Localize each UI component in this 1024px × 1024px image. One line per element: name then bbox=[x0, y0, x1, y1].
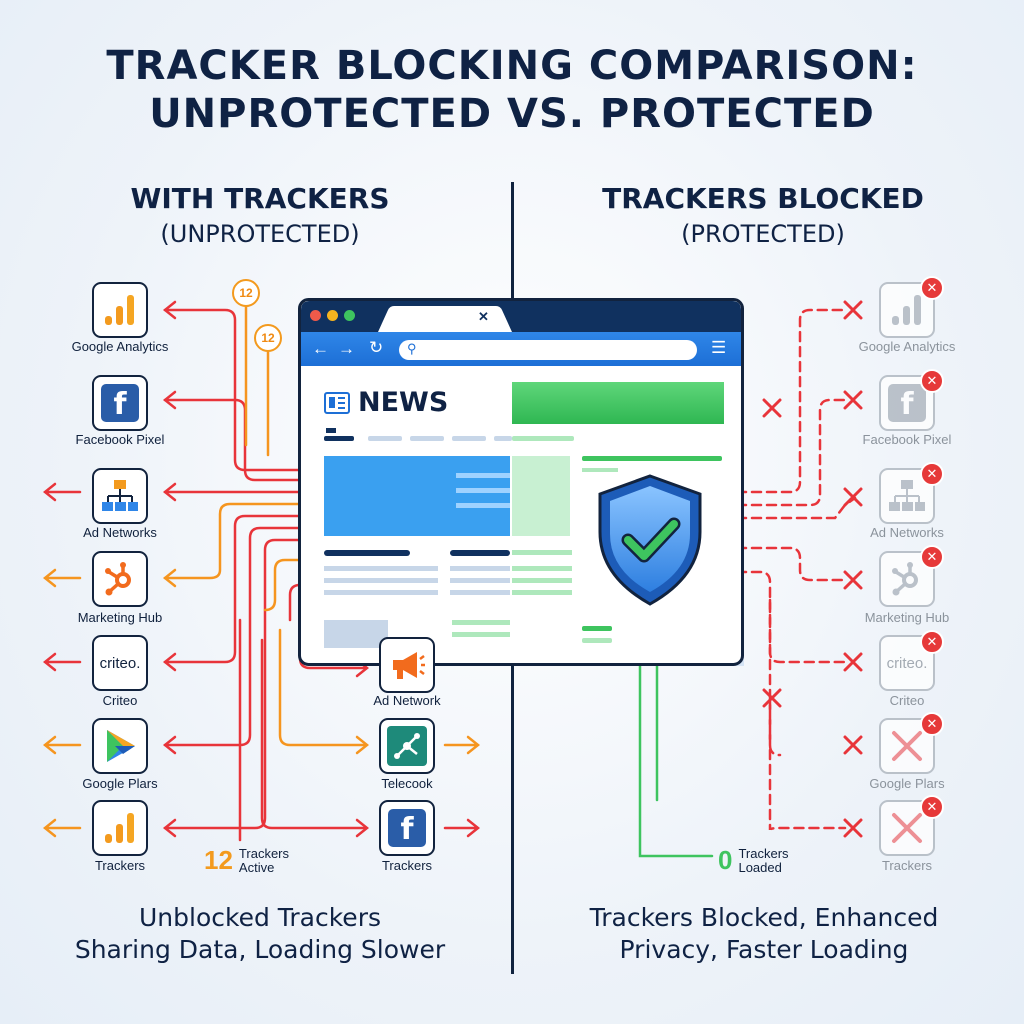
active-tracker-count: 12 Trackers Active bbox=[204, 845, 289, 876]
tracker-label: Ad Networks bbox=[870, 525, 944, 540]
maximize-window-dot[interactable] bbox=[344, 310, 355, 321]
tracker-label: Telecook bbox=[381, 776, 433, 791]
tracker-label: Facebook Pixel bbox=[75, 432, 165, 447]
google-analytics-tile bbox=[92, 282, 148, 338]
tracker-label: Facebook Pixel bbox=[862, 432, 952, 447]
count-label: Active bbox=[238, 859, 275, 875]
footer-line: Sharing Data, Loading Slower bbox=[74, 935, 446, 964]
network-icon bbox=[889, 480, 925, 511]
blocked-x-badge: ✕ bbox=[920, 369, 944, 393]
ad-network-tile bbox=[379, 637, 435, 693]
criteo-logo: criteo. bbox=[99, 654, 141, 672]
trackers-facebook-tile: f bbox=[379, 800, 435, 856]
facebook-icon: f bbox=[388, 809, 426, 847]
count-label: Loaded bbox=[738, 859, 782, 875]
footer-line: Unblocked Trackers bbox=[139, 903, 381, 932]
shield-check-icon bbox=[598, 474, 702, 606]
newspaper-icon bbox=[324, 391, 350, 414]
play-icon bbox=[107, 730, 135, 762]
network-icon bbox=[102, 480, 138, 511]
bar-chart-icon bbox=[892, 295, 921, 325]
blocked-x-badge: ✕ bbox=[920, 630, 944, 654]
refresh-icon[interactable]: ↻ bbox=[369, 338, 384, 357]
tracker-label: Google Plars bbox=[869, 776, 945, 791]
megaphone-icon bbox=[393, 652, 425, 679]
tracker-label: Criteo bbox=[889, 693, 925, 708]
close-tab-icon[interactable]: ✕ bbox=[478, 309, 489, 324]
hub-icon bbox=[105, 562, 131, 596]
google-plars-tile bbox=[92, 718, 148, 774]
tracker-count-badge: 12 bbox=[232, 279, 260, 307]
title-line-2: UNPROTECTED VS. PROTECTED bbox=[149, 91, 875, 137]
right-subheading: (PROTECTED) bbox=[681, 220, 845, 248]
news-header: NEWS bbox=[324, 387, 448, 418]
facebook-pixel-tile: f bbox=[92, 375, 148, 431]
criteo-tile: criteo. bbox=[92, 635, 148, 691]
right-heading: TRACKERS BLOCKED bbox=[602, 182, 924, 215]
facebook-icon: f bbox=[888, 384, 926, 422]
telecook-tile bbox=[379, 718, 435, 774]
blocked-x-badge: ✕ bbox=[920, 712, 944, 736]
x-icon bbox=[892, 813, 922, 843]
footer-line: Privacy, Faster Loading bbox=[619, 935, 909, 964]
right-footer: Trackers Blocked, Enhanced Privacy, Fast… bbox=[524, 902, 1004, 966]
criteo-tile: criteo. bbox=[879, 635, 935, 691]
blocked-x-badge: ✕ bbox=[920, 462, 944, 486]
blocked-x-badge: ✕ bbox=[920, 545, 944, 569]
back-arrow-icon[interactable]: ← bbox=[312, 339, 329, 358]
facebook-icon: f bbox=[101, 384, 139, 422]
blocked-x-badge: ✕ bbox=[920, 276, 944, 300]
tracker-count-badge: 12 bbox=[254, 324, 282, 352]
main-title: TRACKER BLOCKING COMPARISON: UNPROTECTED… bbox=[0, 42, 1024, 138]
news-label: NEWS bbox=[358, 387, 449, 418]
tracker-label: Trackers bbox=[94, 858, 146, 873]
tracker-label: Google Plars bbox=[82, 776, 158, 791]
count-label: Trackers bbox=[238, 845, 289, 861]
trackers-tile bbox=[92, 800, 148, 856]
tracker-label: Google Analytics bbox=[71, 339, 169, 354]
browser-window: ✕ ← → ↻ ⚲ ☰ NEWS bbox=[298, 298, 744, 666]
count-number: 12 bbox=[204, 845, 233, 875]
bar-chart-icon bbox=[105, 813, 134, 843]
menu-icon[interactable]: ☰ bbox=[711, 338, 727, 357]
graph-icon bbox=[387, 726, 427, 766]
tracker-label: Ad Network bbox=[373, 693, 441, 708]
x-icon bbox=[892, 731, 922, 761]
tracker-label: Marketing Hub bbox=[77, 610, 163, 625]
ad-networks-tile bbox=[92, 468, 148, 524]
search-icon: ⚲ bbox=[407, 341, 417, 356]
minimize-window-dot[interactable] bbox=[327, 310, 338, 321]
close-window-dot[interactable] bbox=[310, 310, 321, 321]
forward-arrow-icon[interactable]: → bbox=[338, 339, 355, 358]
left-footer: Unblocked Trackers Sharing Data, Loading… bbox=[20, 902, 500, 966]
bar-chart-icon bbox=[105, 295, 134, 325]
tracker-label: Trackers bbox=[381, 858, 433, 873]
loaded-tracker-count: 0 Trackers Loaded bbox=[718, 845, 789, 876]
count-number: 0 bbox=[718, 845, 733, 875]
google-analytics-tile bbox=[879, 282, 935, 338]
tracker-label: Google Analytics bbox=[858, 339, 956, 354]
tracker-label: Criteo bbox=[102, 693, 138, 708]
tracker-label: Marketing Hub bbox=[864, 610, 950, 625]
address-bar-input[interactable]: ⚲ bbox=[399, 340, 697, 360]
title-line-1: TRACKER BLOCKING COMPARISON: bbox=[106, 43, 918, 89]
tracker-label: Ad Networks bbox=[83, 525, 157, 540]
blocked-x-badge: ✕ bbox=[920, 795, 944, 819]
google-plars-tile bbox=[879, 718, 935, 774]
footer-line: Trackers Blocked, Enhanced bbox=[589, 903, 939, 932]
criteo-logo: criteo. bbox=[886, 654, 928, 672]
count-label: Trackers bbox=[738, 845, 789, 861]
left-heading: WITH TRACKERS bbox=[130, 182, 390, 215]
hub-icon bbox=[892, 562, 918, 596]
marketing-hub-tile bbox=[92, 551, 148, 607]
tracker-label: Trackers bbox=[881, 858, 933, 873]
left-subheading: (UNPROTECTED) bbox=[160, 220, 360, 248]
